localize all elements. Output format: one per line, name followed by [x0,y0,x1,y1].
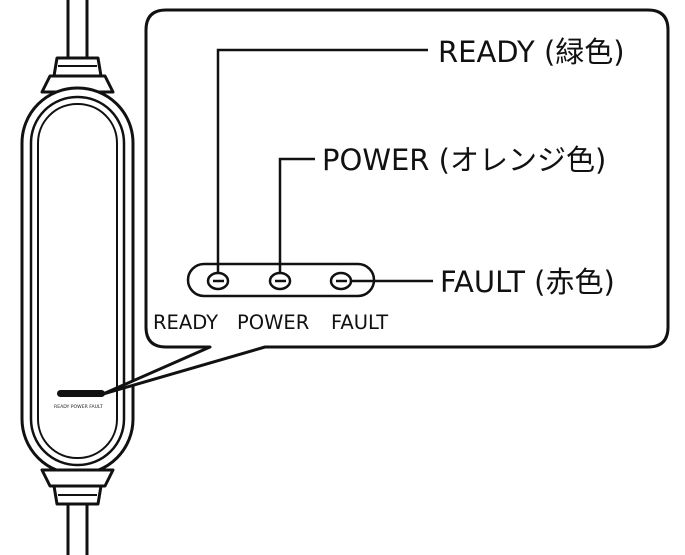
leader-line-ready [216,48,428,273]
charging-control-unit [20,0,135,555]
leader-line-power [278,157,315,273]
device-face-panel [37,103,118,459]
callout-power-label: POWER (オレンジ色) [322,143,606,177]
led-power-indicator [268,271,292,291]
bottom-strain-relief [40,468,115,506]
panel-label-fault: FAULT [331,311,388,334]
bottom-cable [66,504,89,555]
callout-ready-label: READY (緑色) [438,35,625,69]
device-led-label: READY POWER FAULT [54,404,103,410]
panel-label-ready: READY [153,311,218,334]
leader-lines [216,48,433,283]
top-strain-relief [40,56,115,94]
device-led-strip [57,390,105,397]
panel-label-power: POWER [237,311,309,334]
led-fault-indicator [329,271,353,291]
callout-fault-label: FAULT (赤色) [440,265,615,299]
device-body-bezel [29,95,126,467]
zoom-callout-bubble [101,8,670,396]
led-ready-indicator [206,271,230,291]
top-cable [66,0,89,58]
